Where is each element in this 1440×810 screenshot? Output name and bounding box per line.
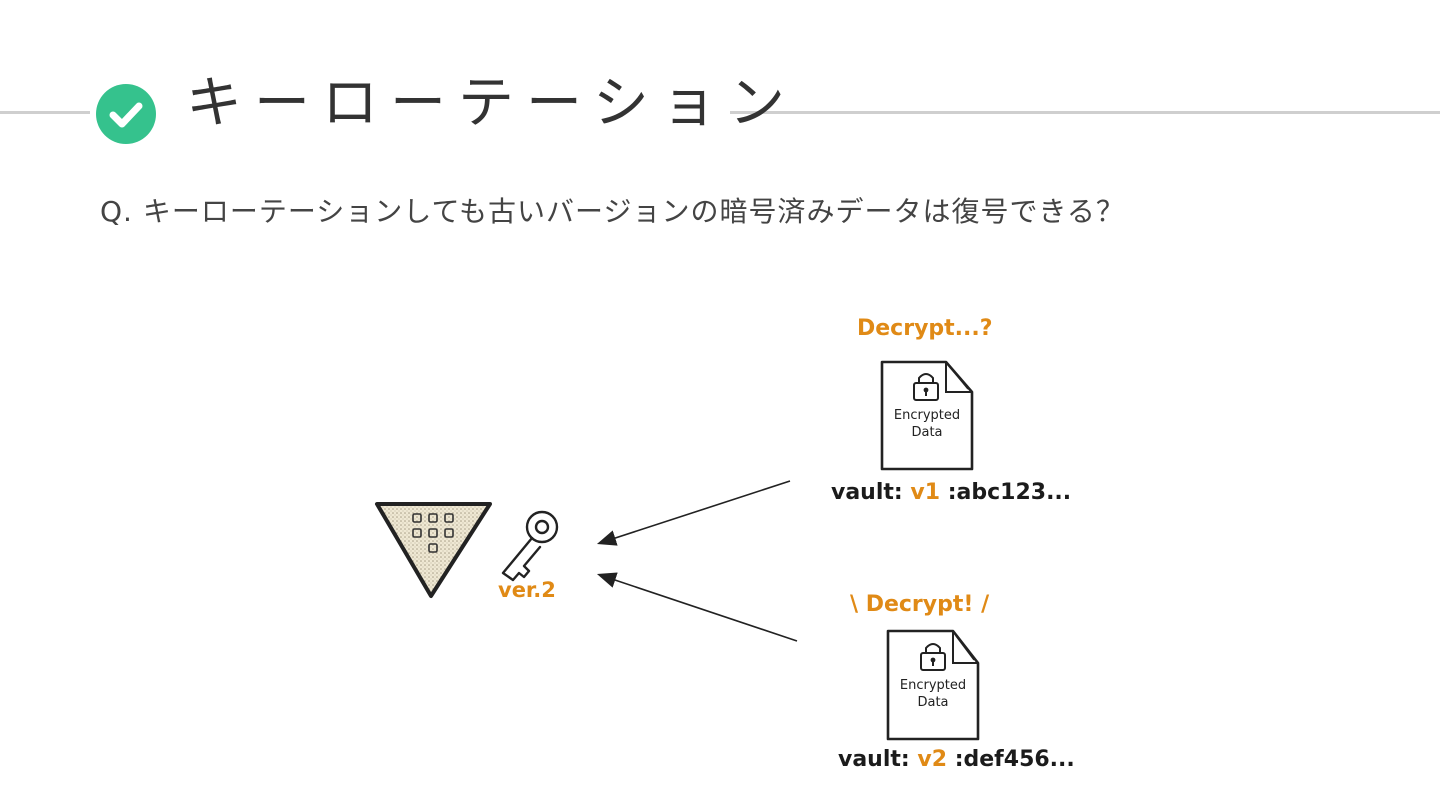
doc2-caption: \ Decrypt! /	[850, 592, 990, 617]
doc2-token-prefix: vault:	[838, 747, 910, 772]
key-icon	[501, 510, 559, 582]
doc2-token-version: v2	[917, 747, 948, 772]
doc2-label-line1: Encrypted	[899, 678, 967, 693]
doc1-token: vault: v1 :abc123...	[831, 480, 1071, 505]
doc2-token: vault: v2 :def456...	[838, 747, 1075, 772]
page-title: キーローテーション	[186, 71, 797, 136]
encrypted-doc-2-icon	[886, 629, 980, 741]
doc1-label-line2: Data	[911, 425, 943, 440]
question-text: Q. キーローテーションしても古いバージョンの暗号済みデータは復号できる？	[100, 195, 1125, 228]
arrow-from-doc2	[596, 572, 798, 642]
doc1-token-version: v1	[910, 480, 941, 505]
doc2-label: Encrypted Data	[888, 677, 978, 711]
title-background	[90, 66, 730, 146]
check-circle-icon	[96, 84, 156, 144]
doc1-token-prefix: vault:	[831, 480, 903, 505]
doc1-label: Encrypted Data	[882, 407, 972, 441]
encrypted-doc-1-icon	[880, 360, 974, 471]
key-version-label: ver.2	[498, 578, 556, 602]
doc1-caption: Decrypt...?	[857, 316, 993, 341]
doc1-token-suffix: :abc123...	[947, 480, 1072, 505]
doc2-token-suffix: :def456...	[954, 747, 1075, 772]
arrow-from-doc1	[596, 480, 791, 546]
doc1-label-line1: Encrypted	[893, 408, 961, 423]
doc2-label-line2: Data	[917, 695, 949, 710]
vault-triangle-icon	[375, 502, 492, 598]
